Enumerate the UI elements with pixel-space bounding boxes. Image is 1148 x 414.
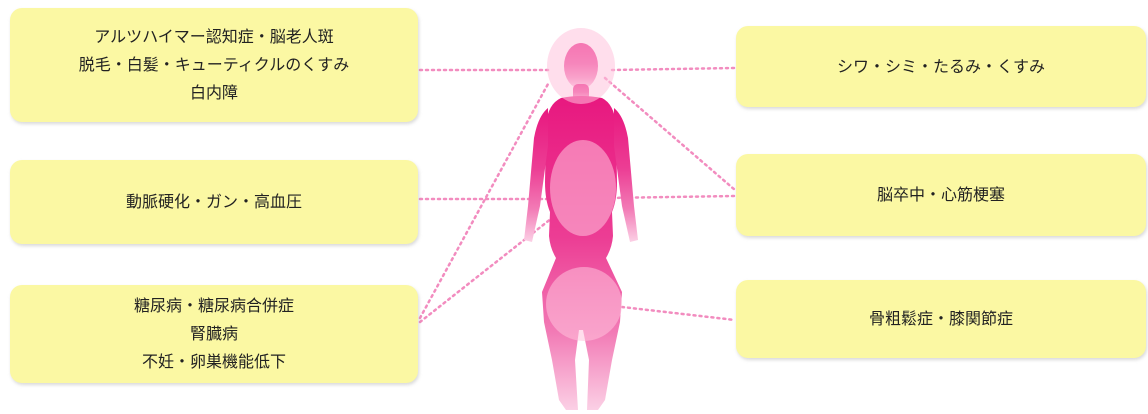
knee-highlight	[546, 267, 622, 341]
box-text-line: 動脈硬化・ガン・高血圧	[126, 188, 302, 216]
box-text-line: 不妊・卵巣機能低下	[142, 348, 286, 376]
box-text-line: 骨粗鬆症・膝関節症	[869, 305, 1013, 333]
box-text-line: アルツハイマー認知症・脳老人斑	[94, 23, 334, 51]
box-text-line: 脱毛・白髪・キューティクルのくすみ	[79, 51, 350, 79]
box-head-conditions: アルツハイマー認知症・脳老人斑 脱毛・白髪・キューティクルのくすみ 白内障	[10, 8, 418, 122]
box-text-line: 糖尿病・糖尿病合併症	[134, 292, 294, 320]
torso-highlight	[550, 140, 616, 236]
box-bone-joint-conditions: 骨粗鬆症・膝関節症	[736, 280, 1146, 358]
box-text-line: 脳卒中・心筋梗塞	[877, 181, 1005, 209]
connector-head-right	[612, 68, 735, 70]
box-text-line: 白内障	[190, 79, 238, 107]
box-abdomen-conditions: 糖尿病・糖尿病合併症 腎臓病 不妊・卵巣機能低下	[10, 285, 418, 383]
box-text-line: 腎臓病	[190, 320, 238, 348]
highlight-regions	[546, 28, 622, 341]
box-cardiovascular-conditions: 脳卒中・心筋梗塞	[736, 154, 1146, 236]
box-text-line: シワ・シミ・たるみ・くすみ	[837, 53, 1045, 81]
connector-bone-right	[622, 307, 735, 320]
box-skin-conditions: シワ・シミ・たるみ・くすみ	[736, 26, 1146, 107]
head-highlight	[547, 28, 615, 104]
box-chest-conditions: 動脈硬化・ガン・高血圧	[10, 160, 418, 244]
